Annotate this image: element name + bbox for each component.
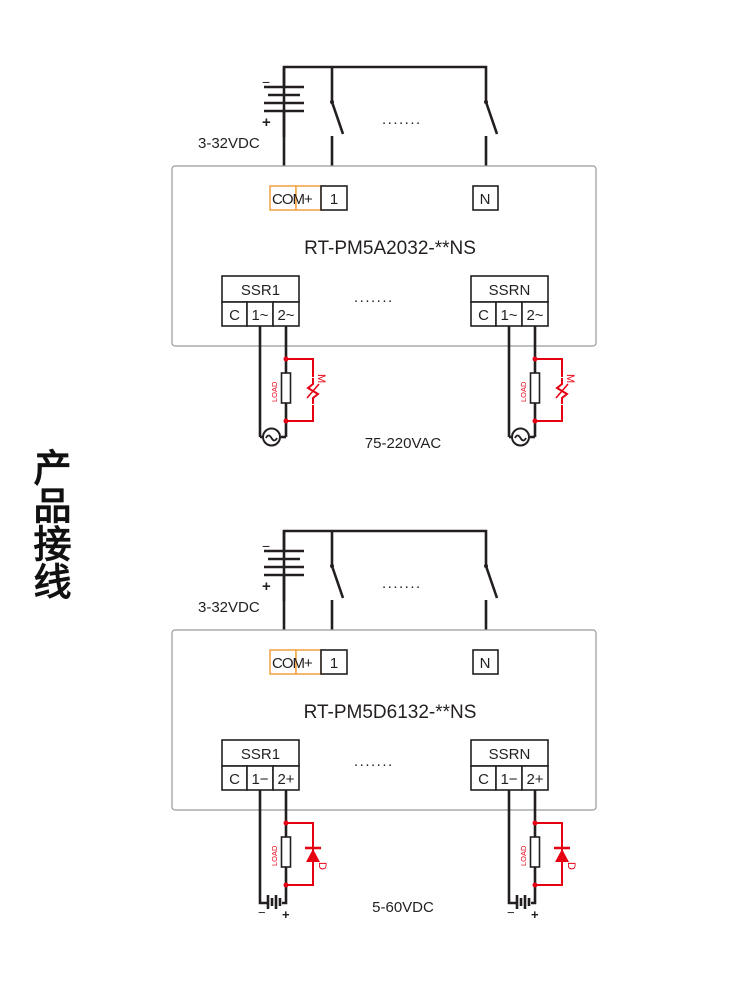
- ssr-ellipsis: .......: [354, 753, 394, 770]
- ssr-n-pin-box: [495, 301, 523, 327]
- ssr-n-title: SSRN: [489, 282, 531, 299]
- switch-1-blade-icon: [330, 565, 345, 599]
- ssr-n-load-label: LOAD: [519, 845, 528, 866]
- section-title-product-wiring: 产品接线: [27, 448, 71, 600]
- ssr-n-pin-box: [521, 301, 549, 327]
- ssr-1-ac-wave-icon: [265, 434, 278, 442]
- ssr-1-junction-dot: [283, 356, 289, 362]
- terminal-1-box: [320, 185, 348, 211]
- terminal-com-label: COM+: [272, 655, 313, 672]
- terminal-com-box-right: [295, 185, 322, 211]
- ssr-1-source-plus: +: [282, 907, 290, 922]
- ssr-n-junction-dot: [532, 418, 538, 424]
- supply-voltage-label: 3-32VDC: [198, 599, 260, 616]
- ssr-1-title: SSR1: [241, 746, 280, 763]
- terminal-n-box: [472, 649, 499, 675]
- ssr-1-suppressor-label: M: [315, 374, 327, 383]
- load-source-voltage-label: 5-60VDC: [372, 899, 434, 916]
- battery-plus-sign: +: [262, 114, 271, 131]
- ssr-1-source-minus: −: [258, 905, 266, 920]
- ssr-n-pin-label: 2~: [526, 307, 543, 324]
- ssr-n-suppressor-label: D: [565, 862, 577, 870]
- switch-n-blade-icon: [484, 101, 499, 135]
- switch-ellipsis: .......: [382, 575, 422, 592]
- terminal-1-label: 1: [330, 655, 338, 672]
- switch-1-blade-icon: [330, 101, 345, 135]
- ssr-1-pin-label: 1~: [251, 307, 268, 324]
- ssr-n-pin-label: 1~: [500, 307, 517, 324]
- ssr-1-title: SSR1: [241, 282, 280, 299]
- ssr-n-header-box: [470, 275, 549, 303]
- ssr-n-junction-dot: [532, 356, 538, 362]
- ssr-1-header-box: [221, 739, 300, 767]
- terminal-com-box-right: [295, 649, 322, 675]
- ssr-n-junction-dot: [532, 882, 538, 888]
- ssr-1-pin-box: [221, 765, 248, 791]
- supply-voltage-label: 3-32VDC: [198, 135, 260, 152]
- ssr-n-pin-label: C: [478, 307, 489, 324]
- ssr-n-diode-icon: [555, 849, 569, 862]
- ssr-1-junction-dot: [283, 418, 289, 424]
- terminal-1-box: [320, 649, 348, 675]
- ssr-n-ac-wave-icon: [514, 434, 527, 442]
- ssr-1-load-resistor-icon: [280, 836, 292, 868]
- ssr-n-pin-label: 2+: [526, 771, 543, 788]
- ssr-n-pin-box: [521, 765, 549, 791]
- load-source-voltage-label: 75-220VAC: [365, 435, 442, 452]
- ssr-n-header-box: [470, 739, 549, 767]
- terminal-com-label: COM+: [272, 191, 313, 208]
- ssr-1-pin-label: C: [229, 307, 240, 324]
- terminal-n-box: [472, 185, 499, 211]
- ssr-1-pin-label: 1−: [251, 771, 268, 788]
- wiring-diagram-ac-model: − +3-32VDC....... COM+ 1 N RT-PM5A2032-**NS..…: [171, 65, 597, 452]
- ssr-n-load-label: LOAD: [519, 381, 528, 402]
- ssr-1-load-resistor-icon: [280, 372, 292, 404]
- ssr-n-pin1-wire: [507, 790, 516, 905]
- terminal-com-box-left: [269, 649, 297, 675]
- battery-plus-sign: +: [262, 578, 271, 595]
- ssr-n-suppressor-label: M: [564, 374, 576, 383]
- ssr-1-load-label: LOAD: [270, 381, 279, 402]
- battery-minus-sign: −: [262, 74, 270, 90]
- ssr-n-title: SSRN: [489, 746, 531, 763]
- switch-ellipsis: .......: [382, 111, 422, 128]
- ssr-1-pin-label: 2+: [277, 771, 294, 788]
- ssr-n-pin-label: 1−: [500, 771, 517, 788]
- ssr-n-source-minus: −: [507, 905, 515, 920]
- ssr-1-pin-label: 2~: [277, 307, 294, 324]
- ssr-1-suppressor-label: D: [316, 862, 328, 870]
- ssr-n-load-resistor-icon: [529, 836, 541, 868]
- switch-n-blade-icon: [484, 565, 499, 599]
- ssr-1-junction-dot: [283, 820, 289, 826]
- battery-minus-sign: −: [262, 538, 270, 554]
- ssr-n-pin-label: C: [478, 771, 489, 788]
- terminal-1-label: 1: [330, 191, 338, 208]
- model-name: RT-PM5D6132-**NS: [304, 702, 477, 723]
- ssr-1-diode-icon: [306, 849, 320, 862]
- ssr-n-source-plus: +: [531, 907, 539, 922]
- ssr-1-pin2-wire: [282, 790, 288, 905]
- terminal-n-label: N: [480, 191, 491, 208]
- ssr-n-load-resistor-icon: [529, 372, 541, 404]
- model-name: RT-PM5A2032-**NS: [304, 238, 476, 259]
- ssr-ellipsis: .......: [354, 289, 394, 306]
- ssr-1-varistor-slash-icon: [306, 383, 320, 399]
- ssr-n-pin2-wire: [531, 790, 537, 905]
- ssr-1-pin-label: C: [229, 771, 240, 788]
- ssr-1-pin1-wire: [258, 790, 267, 905]
- ssr-n-varistor-slash-icon: [555, 383, 569, 399]
- terminal-n-label: N: [480, 655, 491, 672]
- ssr-n-junction-dot: [532, 820, 538, 826]
- ssr-1-load-label: LOAD: [270, 845, 279, 866]
- wiring-diagram-dc-model: − +3-32VDC....... COM+ 1 N RT-PM5D6132-**NS..…: [171, 529, 597, 922]
- ssr-1-junction-dot: [283, 882, 289, 888]
